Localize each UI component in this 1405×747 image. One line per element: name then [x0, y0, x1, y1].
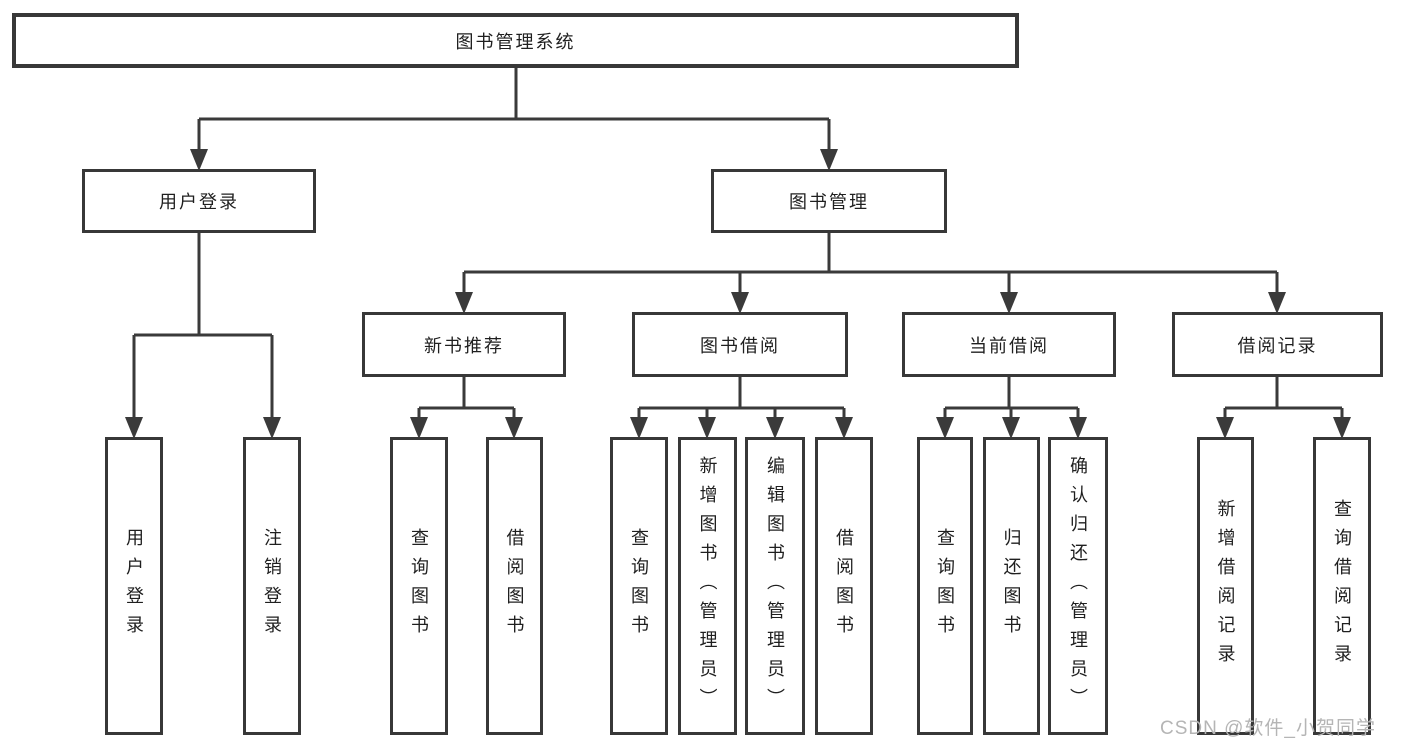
watermark: CSDN @软件_小贺同学: [1160, 718, 1376, 739]
leaf-logout: 注销登录: [243, 437, 301, 735]
leaf-borrow-book: 借阅图书: [815, 437, 873, 735]
node-label: 图书管理系统: [455, 31, 576, 52]
node-borrow-record: 借阅记录: [1172, 312, 1383, 377]
node-label: 借阅图书: [504, 528, 525, 644]
node-current-borrow: 当前借阅: [902, 312, 1116, 377]
node-label: 新书推荐: [424, 335, 504, 356]
node-book-management: 图书管理: [711, 169, 947, 233]
node-book-borrow: 图书借阅: [632, 312, 848, 377]
node-label: 注销登录: [262, 528, 282, 644]
node-label: 确认归还（管理员）: [1068, 455, 1088, 717]
node-label: 编辑图书（管理员）: [765, 455, 785, 717]
leaf-query-book-current: 查询图书: [917, 437, 973, 735]
node-label: 查询图书: [629, 528, 649, 644]
leaf-add-borrow-record: 新增借阅记录: [1197, 437, 1254, 735]
leaf-query-book-recommend: 查询图书: [390, 437, 448, 735]
node-label: 用户登录: [159, 192, 239, 212]
node-label: 图书管理: [789, 192, 869, 212]
leaf-add-book-admin: 新增图书（管理员）: [678, 437, 737, 735]
node-label: 查询借阅记录: [1332, 499, 1352, 673]
node-label: 查询图书: [935, 528, 955, 644]
leaf-confirm-return-admin: 确认归还（管理员）: [1048, 437, 1108, 735]
node-label: 用户登录: [124, 528, 144, 644]
leaf-borrow-book-recommend: 借阅图书: [486, 437, 543, 735]
node-user-login: 用户登录: [82, 169, 316, 233]
leaf-edit-book-admin: 编辑图书（管理员）: [745, 437, 805, 735]
node-label: 借阅记录: [1237, 335, 1318, 356]
leaf-user-login: 用户登录: [105, 437, 163, 735]
leaf-query-borrow-record: 查询借阅记录: [1313, 437, 1371, 735]
node-label: 借阅图书: [834, 528, 854, 644]
leaf-query-book-borrow: 查询图书: [610, 437, 668, 735]
node-label: 当前借阅: [969, 335, 1049, 356]
node-label: 新增图书（管理员）: [697, 455, 718, 717]
node-label: 图书借阅: [700, 335, 780, 356]
node-label: 归还图书: [1001, 528, 1022, 644]
node-new-book-recommend: 新书推荐: [362, 312, 566, 377]
node-root: 图书管理系统: [12, 13, 1019, 68]
node-label: 查询图书: [409, 528, 429, 644]
node-label: 新增借阅记录: [1215, 499, 1236, 673]
arrowheads: [125, 149, 1351, 439]
leaf-return-book: 归还图书: [983, 437, 1040, 735]
